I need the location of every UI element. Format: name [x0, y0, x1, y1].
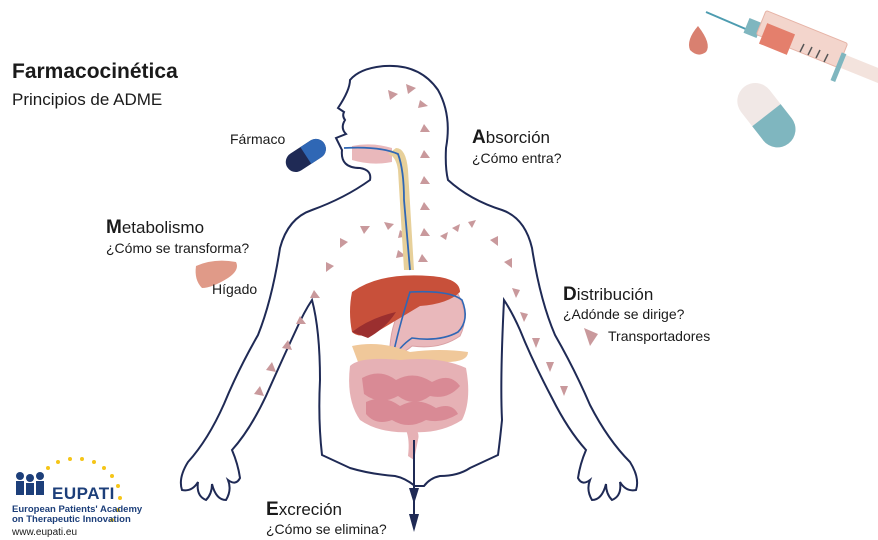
eupati-logo-word: EUPATI: [52, 484, 115, 504]
liver-label: Hígado: [212, 281, 257, 297]
eupati-people-icon: [16, 472, 44, 495]
distribution-heading: Distribución: [563, 285, 653, 305]
excretion-arrow-1: [409, 488, 419, 504]
absorption-question: ¿Cómo entra?: [472, 149, 561, 167]
transporter-arrow-icon: [584, 328, 598, 346]
eupati-tagline-2: on Therapeutic Innovation: [12, 515, 131, 525]
excretion-arrow-2: [409, 514, 419, 532]
eupati-url[interactable]: www.eupati.eu: [12, 527, 77, 538]
absorption-heading: Absorción: [472, 128, 550, 148]
drop-icon: [689, 26, 708, 55]
syringe-icon: [706, 10, 878, 83]
metabolism-heading: Metabolismo: [106, 218, 204, 238]
excretion-question: ¿Cómo se elimina?: [266, 520, 387, 538]
drug-label: Fármaco: [230, 131, 285, 147]
distribution-question: ¿Adónde se dirige?: [563, 305, 684, 323]
pill-icon: [282, 135, 330, 176]
transporters-label: Transportadores: [608, 328, 710, 344]
capsule-icon: [730, 76, 803, 155]
excretion-heading: Excreción: [266, 500, 342, 520]
metabolism-question: ¿Cómo se transforma?: [106, 239, 249, 257]
